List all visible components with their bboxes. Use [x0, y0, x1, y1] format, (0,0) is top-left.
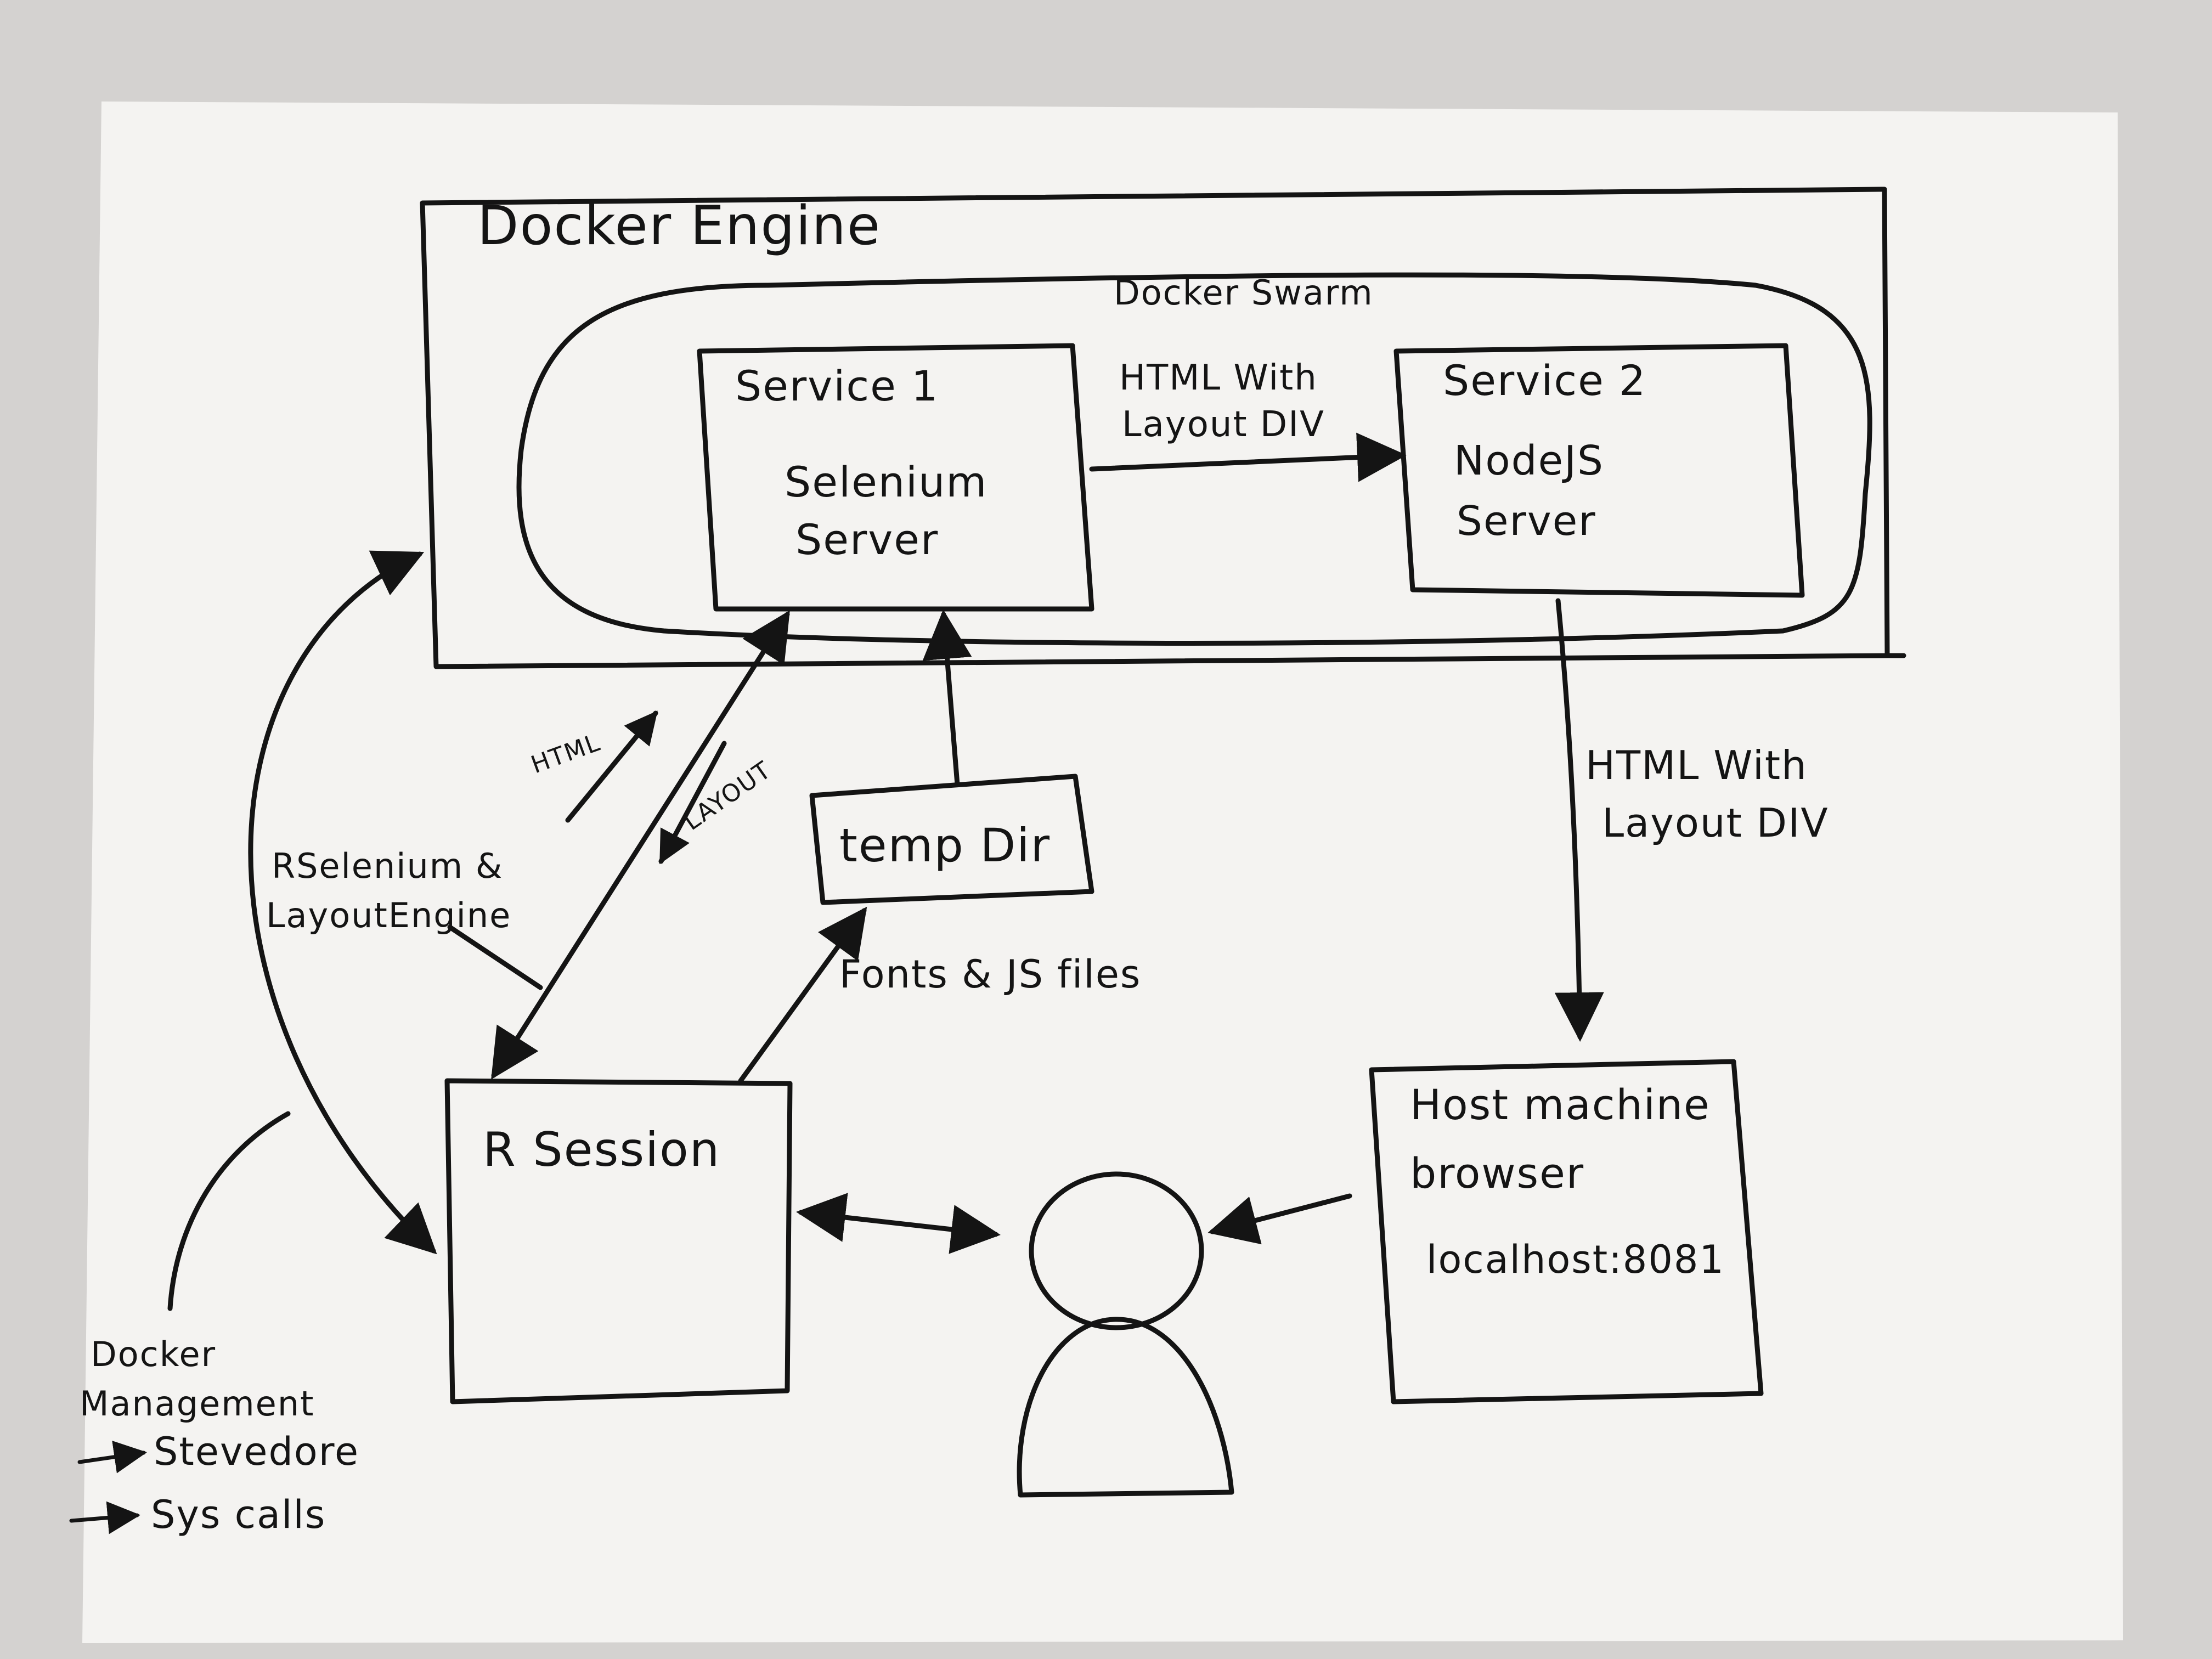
- arrow-html-small: [565, 710, 658, 823]
- edge-s1-s2-line2: Layout DIV: [1122, 404, 1325, 445]
- edge-s1-s2-line1: HTML With: [1119, 358, 1318, 398]
- arrow-docker-rsession: [248, 550, 437, 1255]
- arrow-host-to-person: [1207, 1193, 1352, 1245]
- service1-line1: Selenium: [785, 458, 988, 506]
- host-line1: Host machine: [1410, 1080, 1711, 1129]
- docker-mgmt-line3: Stevedore: [154, 1429, 359, 1474]
- docker-swarm-label: Docker Swarm: [1114, 273, 1374, 313]
- r-session-box: [444, 1078, 793, 1404]
- service1-line2: Server: [795, 515, 939, 564]
- r-session-label: R Session: [483, 1122, 720, 1177]
- temp-dir-label: temp Dir: [839, 819, 1051, 872]
- arrow-s2-to-host: [1554, 598, 1604, 1042]
- edge-s2-host-line2: Layout DIV: [1602, 800, 1829, 846]
- arrow-rsession-person: [796, 1193, 1001, 1254]
- docker-mgmt-line4: Sys calls: [151, 1492, 326, 1537]
- docker-engine-label: Docker Engine: [477, 195, 881, 257]
- host-line3: localhost:8081: [1426, 1237, 1725, 1282]
- arrow-s1-to-s2: [1089, 432, 1407, 482]
- arrow-tempdir-service1: [922, 610, 972, 787]
- person-icon: [1017, 1171, 1234, 1498]
- service1-box: [697, 343, 1094, 612]
- service2-box: [1393, 343, 1805, 598]
- paper-sheet: [82, 101, 2123, 1643]
- host-line2: browser: [1410, 1149, 1584, 1198]
- pointer-docker-mgmt: [167, 1111, 291, 1311]
- service2-line1: NodeJS: [1454, 437, 1604, 484]
- docker-swarm-outline: [516, 272, 1872, 646]
- docker-mgmt-line2: Management: [80, 1384, 314, 1424]
- service1-title: Service 1: [735, 362, 939, 410]
- rselenium-line1: RSelenium &: [272, 846, 503, 886]
- edge-s2-host-line1: HTML With: [1585, 742, 1808, 788]
- arrow-rsession-service1: [491, 610, 790, 1080]
- pointer-rselenium: [447, 924, 543, 990]
- docker-mgmt-line1: Docker: [91, 1334, 216, 1374]
- host-browser-box: [1369, 1059, 1764, 1404]
- rselenium-line2: LayoutEngine: [266, 895, 511, 935]
- arrow-rsession-tempdir: [738, 906, 867, 1084]
- arrow-layout-small: [658, 741, 727, 865]
- arrow-stevedore: [77, 1441, 147, 1474]
- service2-title: Service 2: [1443, 356, 1646, 405]
- service2-line2: Server: [1457, 498, 1596, 545]
- arrow-syscalls: [69, 1501, 140, 1534]
- fonts-js-label: Fonts & JS files: [839, 952, 1141, 997]
- temp-dir-box: [809, 774, 1094, 905]
